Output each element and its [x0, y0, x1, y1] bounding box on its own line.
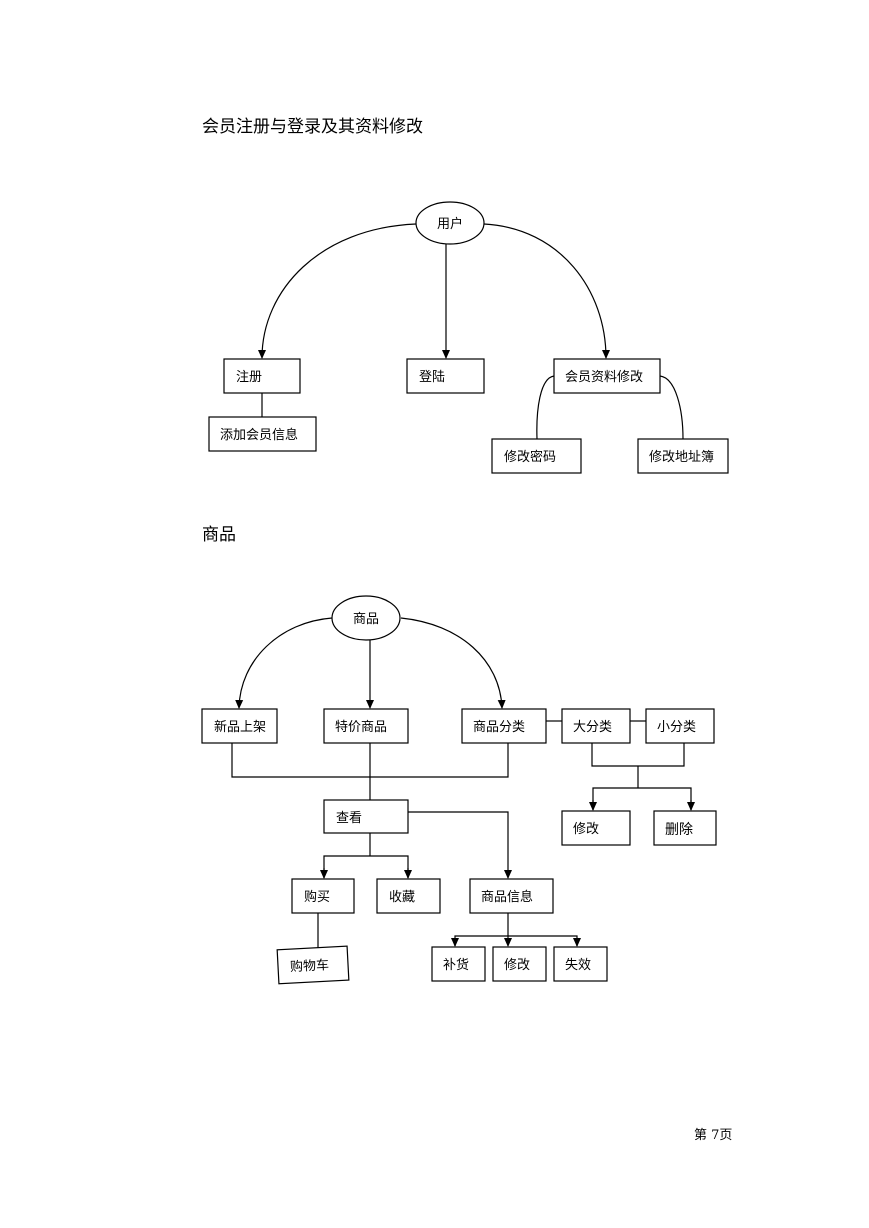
edge-major-minor-bracket	[591, 743, 685, 767]
node-buy: 购买	[291, 878, 355, 914]
node-login: 登陆	[406, 358, 485, 394]
node-login-label: 登陆	[419, 369, 445, 385]
node-new-arrivals: 新品上架	[201, 708, 278, 744]
node-invalidate: 失效	[553, 946, 608, 982]
node-category-edit-label: 修改	[573, 822, 599, 837]
node-info-edit: 修改	[492, 946, 547, 982]
page-number: 第 7页	[694, 1128, 733, 1143]
node-member-info-edit-label: 会员资料修改	[565, 370, 643, 385]
edge-user-register	[258, 223, 417, 359]
node-category-delete: 删除	[653, 810, 717, 846]
node-info-edit-label: 修改	[504, 958, 530, 973]
node-edit-address-book: 修改地址簿	[637, 438, 729, 474]
node-category-edit: 修改	[561, 810, 631, 846]
edge-view-info	[408, 811, 512, 879]
node-register-label: 注册	[236, 370, 262, 385]
node-view: 查看	[323, 799, 409, 834]
node-product: 商品	[331, 595, 401, 641]
node-special-products: 特价商品	[323, 708, 409, 744]
node-restock: 补货	[431, 946, 486, 982]
edge-user-member-edit	[483, 223, 610, 359]
node-shopping-cart-label: 购物车	[290, 957, 330, 975]
node-change-password: 修改密码	[491, 438, 582, 474]
node-favorite: 收藏	[376, 878, 441, 914]
node-minor-category-label: 小分类	[657, 720, 696, 735]
diagram-product: 商品 新品上架 特价商品 商品分类 大分类 小分类 修改 删除	[201, 595, 717, 985]
node-shopping-cart: 购物车	[276, 945, 350, 985]
node-minor-category: 小分类	[645, 708, 715, 744]
node-special-products-label: 特价商品	[335, 720, 387, 735]
node-change-password-label: 修改密码	[504, 449, 556, 465]
node-major-category-label: 大分类	[573, 720, 612, 735]
node-invalidate-label: 失效	[565, 958, 591, 973]
node-product-info-label: 商品信息	[481, 889, 533, 905]
node-view-label: 查看	[336, 810, 362, 826]
node-major-category: 大分类	[561, 708, 631, 744]
node-edit-address-book-label: 修改地址簿	[649, 450, 714, 465]
edge-product-category	[400, 617, 506, 709]
diagram-member: 用户 注册 登陆 会员资料修改 添加会员信息 修改密码 修改地址簿	[208, 201, 729, 474]
node-user: 用户	[415, 201, 485, 245]
edge-to-edit-delete	[592, 787, 692, 810]
node-add-member-info: 添加会员信息	[208, 416, 317, 452]
node-favorite-label: 收藏	[389, 890, 415, 905]
edge-edit-password	[536, 375, 555, 440]
node-product-info: 商品信息	[469, 878, 554, 914]
node-category-delete-label: 删除	[665, 822, 693, 838]
node-add-member-info-label: 添加会员信息	[220, 427, 298, 443]
section-title-member: 会员注册与登录及其资料修改	[202, 117, 423, 137]
node-user-label: 用户	[437, 216, 463, 232]
node-member-info-edit: 会员资料修改	[553, 358, 661, 394]
edge-info-bracket	[454, 935, 578, 946]
node-product-label: 商品	[353, 612, 379, 627]
node-new-arrivals-label: 新品上架	[214, 719, 266, 735]
edge-edit-address	[659, 375, 684, 440]
node-buy-label: 购买	[304, 889, 330, 905]
section-title-product: 商品	[202, 525, 236, 545]
node-restock-label: 补货	[443, 957, 469, 973]
node-register: 注册	[223, 358, 301, 394]
edge-product-new	[235, 617, 333, 709]
node-product-category-label: 商品分类	[473, 720, 525, 735]
edge-view-bracket	[323, 855, 409, 878]
node-product-category: 商品分类	[461, 708, 547, 744]
